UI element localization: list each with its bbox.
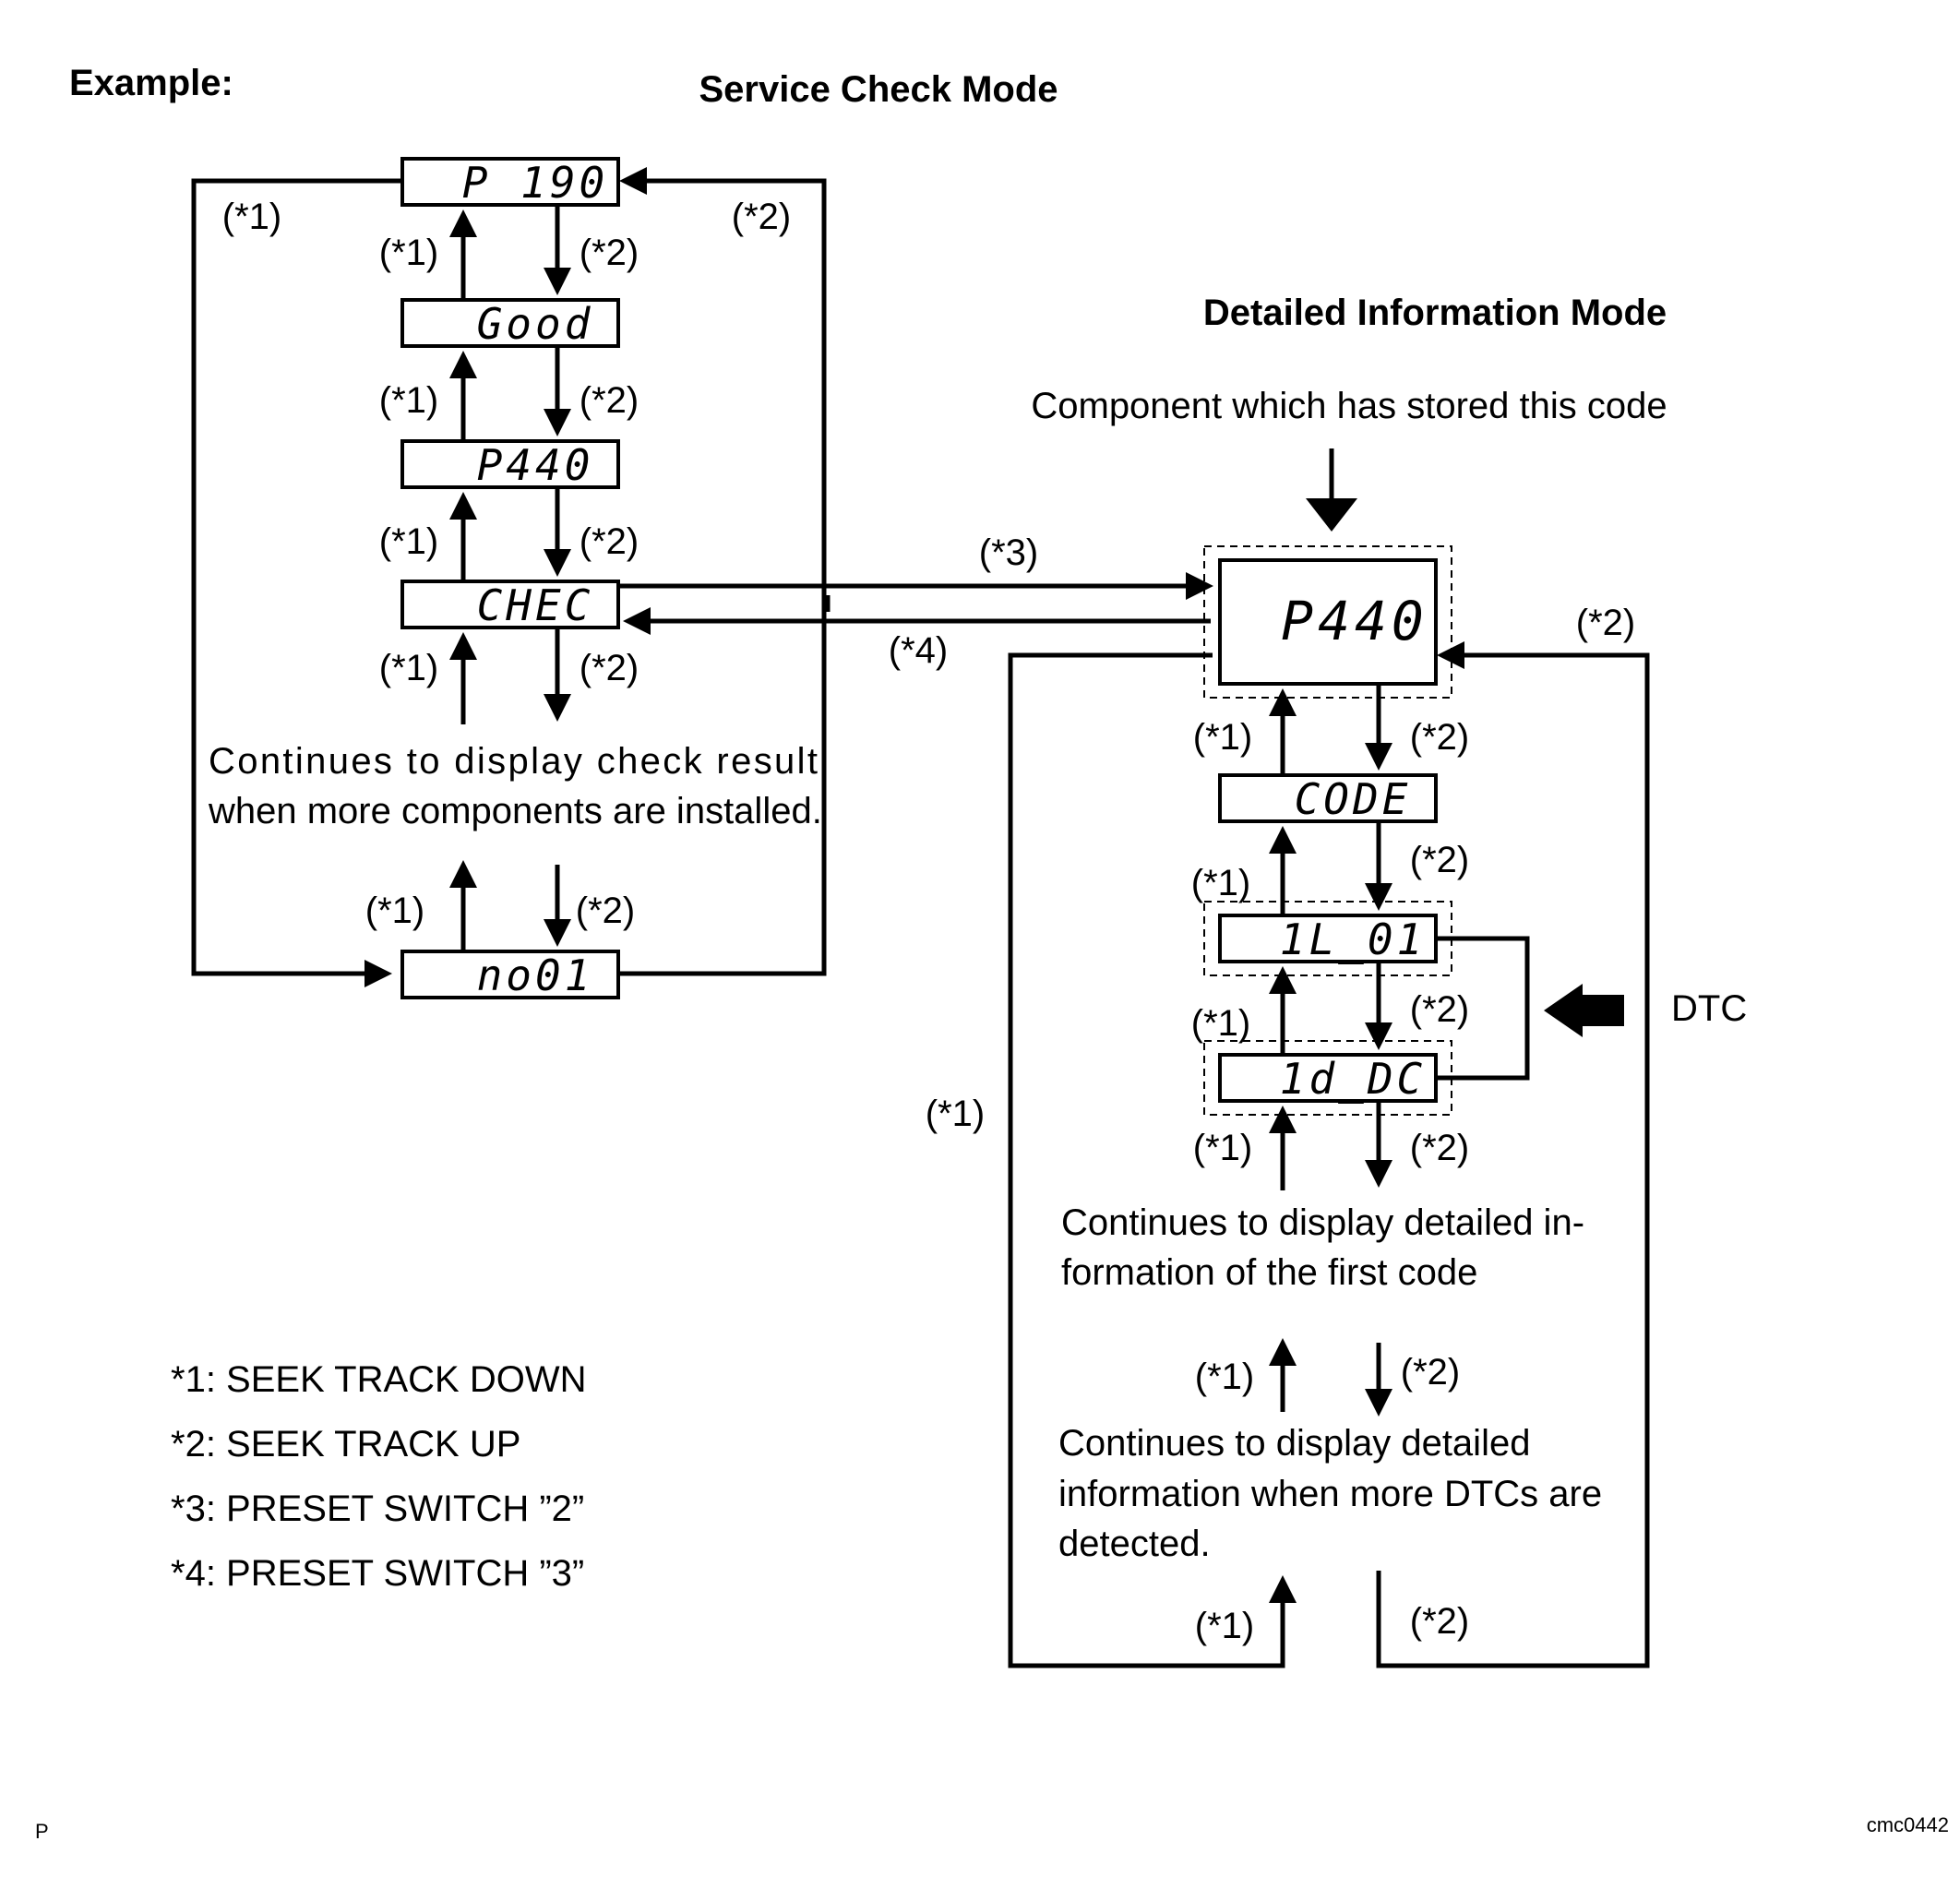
detail-display-1ddc: 1d_DC <box>1218 1053 1438 1104</box>
service-continue-note-line2: when more components are installed. <box>208 791 822 831</box>
detail-more-note-line3: detected. <box>1058 1524 1211 1564</box>
dtc-bracket <box>1436 936 1530 1081</box>
outer-loop-down-label: (*1) <box>222 197 281 237</box>
arrow-label-down-2: (*1) <box>379 380 438 421</box>
display-text: P440 <box>1281 590 1428 652</box>
arrow-label-up-2: (*2) <box>580 380 639 421</box>
arrow-label-up-1: (*2) <box>580 233 639 273</box>
arrow-label-down-3: (*1) <box>379 521 438 562</box>
arrow-label-down-4: (*1) <box>379 648 438 688</box>
detail-label-up-6: (*2) <box>1410 1601 1469 1642</box>
legend-item: *3: PRESET SWITCH ”2” <box>171 1488 584 1529</box>
detailed-information-mode-heading: Detailed Information Mode <box>1203 293 1667 333</box>
component-pointer-arrow <box>1306 498 1357 532</box>
display-text: P 190 <box>462 158 608 208</box>
outer-loop-up-label: (*2) <box>732 197 791 237</box>
detail-more-note-line2: information when more DTCs are <box>1058 1474 1602 1514</box>
preset-3-label: (*4) <box>889 630 948 671</box>
display-text: CODE <box>1295 774 1412 824</box>
service-continue-note-line1: Continues to display check result <box>209 741 818 782</box>
service-display-p440: P440 <box>400 439 620 490</box>
detail-label-down-4: (*1) <box>1193 1128 1252 1168</box>
display-text: Good <box>477 299 594 349</box>
detail-label-down-1: (*1) <box>1193 717 1252 758</box>
detail-label-up-2: (*2) <box>1410 840 1469 880</box>
service-outer-loop <box>191 167 827 987</box>
detail-label-down-5: (*1) <box>1195 1357 1254 1397</box>
display-text: CHEC <box>477 580 594 630</box>
arrow-label-up-3: (*2) <box>580 521 639 562</box>
detail-continue-note-line2: formation of the first code <box>1061 1252 1477 1293</box>
legend-item: *1: SEEK TRACK DOWN <box>171 1359 586 1400</box>
display-text: P440 <box>477 440 594 490</box>
detail-outer-loop <box>1008 641 1650 1668</box>
legend-item: *4: PRESET SWITCH ”3” <box>171 1553 584 1594</box>
detail-loop-up-label: (*2) <box>1576 603 1635 643</box>
detail-continue-note-line1: Continues to display detailed in- <box>1061 1202 1584 1243</box>
service-display-no01: no01 <box>400 950 620 1000</box>
detail-label-up-3: (*2) <box>1410 989 1469 1030</box>
display-text: 1L_01 <box>1280 915 1426 964</box>
dtc-pointer-arrow <box>1544 984 1624 1037</box>
arrow-label-up-4: (*2) <box>580 648 639 688</box>
detail-label-down-6: (*1) <box>1195 1606 1254 1646</box>
detail-arrows <box>1269 684 1392 1417</box>
legend: *1: SEEK TRACK DOWN *2: SEEK TRACK UP *3… <box>171 1359 586 1594</box>
detail-display-code: CODE <box>1218 773 1438 824</box>
detail-display-p440: P440 <box>1218 558 1438 686</box>
stored-code-highlight <box>1203 545 1452 699</box>
detail-label-up-1: (*2) <box>1410 717 1469 758</box>
service-arrows <box>449 205 571 951</box>
arrow-label-down-1: (*1) <box>379 233 438 273</box>
detail-loop-down-label: (*1) <box>926 1094 985 1134</box>
detail-label-down-2: (*1) <box>1191 863 1250 903</box>
detail-label-up-5: (*2) <box>1401 1352 1460 1393</box>
arrow-label-down-5: (*1) <box>365 891 424 931</box>
detail-label-down-3: (*1) <box>1191 1003 1250 1044</box>
display-text: no01 <box>477 950 594 1000</box>
legend-item: *2: SEEK TRACK UP <box>171 1424 520 1465</box>
service-display-p190: P 190 <box>400 157 620 208</box>
footer-mark: P <box>35 1820 49 1843</box>
mode-connections <box>618 572 1213 635</box>
arrow-label-up-5: (*2) <box>576 891 635 931</box>
dtc-label: DTC <box>1671 988 1747 1029</box>
detail-display-1l01: 1L_01 <box>1218 914 1438 964</box>
preset-2-label: (*3) <box>979 532 1038 573</box>
figure-id: cmc0442 <box>1867 1813 1949 1836</box>
service-display-chec: CHEC <box>400 580 620 630</box>
detail-more-note-line1: Continues to display detailed <box>1058 1423 1530 1464</box>
component-note: Component which has stored this code <box>1031 386 1667 426</box>
service-display-good: Good <box>400 298 620 349</box>
service-check-mode-heading: Service Check Mode <box>699 69 1058 110</box>
detail-label-up-4: (*2) <box>1410 1128 1469 1168</box>
display-text: 1d_DC <box>1280 1054 1426 1104</box>
example-heading: Example: <box>69 63 233 103</box>
